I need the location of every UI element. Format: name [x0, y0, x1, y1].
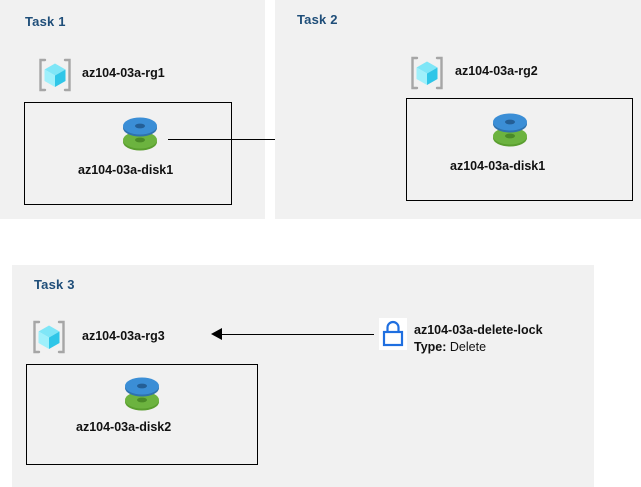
disk-3-label: az104-03a-disk2 [76, 420, 172, 434]
task-1-resource-box [24, 102, 232, 205]
lock-arrow-head [211, 328, 222, 340]
disk-icon [120, 374, 164, 416]
resource-group-3-label: az104-03a-rg3 [82, 329, 165, 343]
lock-type-row: Type: Delete [414, 340, 486, 354]
lock-arrow-line [222, 334, 374, 335]
disk-icon [488, 110, 532, 152]
disk-icon [118, 114, 162, 156]
lock-type-value: Delete [449, 340, 487, 354]
disk-1-label: az104-03a-disk1 [78, 163, 174, 177]
resource-group-2-label: az104-03a-rg2 [455, 64, 538, 78]
task-1-title: Task 1 [25, 14, 66, 29]
lock-icon [379, 318, 407, 350]
task-2-resource-box [406, 98, 633, 201]
disk-2-label: az104-03a-disk1 [450, 159, 546, 173]
lock-name-label: az104-03a-delete-lock [414, 323, 543, 337]
resource-group-1-label: az104-03a-rg1 [82, 66, 165, 80]
resource-group-icon [30, 318, 68, 356]
resource-group-icon [36, 56, 74, 94]
task-2-title: Task 2 [297, 12, 338, 27]
resource-group-icon [408, 54, 446, 92]
task-3-title: Task 3 [34, 277, 75, 292]
lock-type-key: Type: [414, 340, 447, 354]
